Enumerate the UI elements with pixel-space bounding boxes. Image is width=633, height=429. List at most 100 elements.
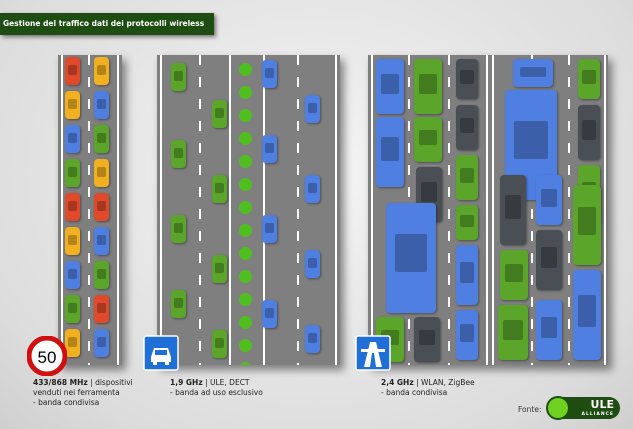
vehicle [65, 329, 80, 357]
green-dot [239, 270, 252, 283]
vehicle [414, 317, 440, 362]
green-dot [239, 86, 252, 99]
vehicle [212, 100, 227, 128]
vehicle [536, 175, 562, 225]
vehicle [65, 261, 80, 289]
vehicle [94, 227, 109, 255]
lane-marking [199, 55, 201, 365]
green-dot [239, 155, 252, 168]
vehicle [305, 250, 320, 278]
vehicle [456, 310, 478, 360]
lane-marking [61, 55, 63, 365]
vehicle [212, 175, 227, 203]
green-dot [239, 362, 252, 365]
road-1-9ghz [157, 55, 340, 365]
vehicle [456, 105, 478, 150]
vehicle [65, 227, 80, 255]
green-dot [239, 178, 252, 191]
vehicle [65, 57, 80, 85]
lane-marking [160, 55, 162, 365]
green-dot [239, 247, 252, 260]
lane-marking [371, 55, 373, 365]
lane-marking [229, 55, 231, 365]
vehicle [498, 305, 528, 360]
vehicle [305, 325, 320, 353]
road-433mhz [58, 55, 122, 365]
page-title: Gestione del traffico dati dei protocoll… [0, 13, 215, 35]
lane-marking [448, 55, 450, 365]
green-dot [239, 109, 252, 122]
green-dot [239, 224, 252, 237]
vehicle [65, 295, 80, 323]
vehicle [262, 60, 277, 88]
caption-433mhz: 433/868 MHz | dispositivi venduti nei fe… [33, 378, 133, 407]
vehicle [94, 295, 109, 323]
vehicle [456, 155, 478, 200]
vehicle [94, 159, 109, 187]
vehicle [94, 91, 109, 119]
vehicle [513, 59, 553, 87]
vehicle [65, 125, 80, 153]
vehicle [386, 203, 436, 313]
vehicle [305, 175, 320, 203]
lane-marking [117, 55, 119, 365]
vehicle [536, 230, 562, 290]
vehicle [414, 117, 442, 162]
vehicle [456, 59, 478, 99]
vehicle [456, 205, 478, 240]
vehicle [573, 270, 601, 360]
vehicle [65, 193, 80, 221]
vehicle [94, 125, 109, 153]
vehicle [171, 63, 186, 91]
vehicle [500, 250, 528, 300]
car-road-sign-icon [143, 335, 179, 371]
lane-marking [604, 55, 606, 365]
lane-marking [297, 55, 299, 365]
speed-limit-sign-icon: 50 [27, 336, 67, 376]
svg-text:50: 50 [38, 348, 57, 367]
lane-marking [568, 55, 570, 365]
vehicle [262, 135, 277, 163]
vehicle [94, 193, 109, 221]
lane-marking [88, 55, 90, 365]
road-2-4ghz [368, 55, 608, 365]
vehicle [94, 57, 109, 85]
green-dot [239, 63, 252, 76]
green-dot [239, 293, 252, 306]
lane-marking [492, 55, 494, 365]
green-dot [239, 316, 252, 329]
source-label: Fonte: [518, 405, 542, 414]
vehicle [262, 300, 277, 328]
lane-marking [335, 55, 337, 365]
vehicle [500, 175, 526, 245]
vehicle [94, 329, 109, 357]
green-dot [239, 132, 252, 145]
vehicle [212, 330, 227, 358]
vehicle [171, 215, 186, 243]
vehicle [212, 255, 227, 283]
vehicle [376, 59, 404, 114]
lane-marking [263, 55, 265, 365]
vehicle [171, 290, 186, 318]
vehicle [414, 59, 442, 114]
vehicle [65, 159, 80, 187]
vehicle [65, 91, 80, 119]
caption-2-4ghz: 2,4 GHz | WLAN, ZigBee- banda condivisa [381, 378, 475, 397]
vehicle [171, 140, 186, 168]
green-dot [239, 339, 252, 352]
motorway-sign-icon [355, 335, 391, 371]
vehicle [578, 105, 600, 160]
vehicle [94, 261, 109, 289]
vehicle [262, 215, 277, 243]
vehicle [578, 59, 600, 99]
vehicle [305, 95, 320, 123]
vehicle [536, 300, 562, 360]
caption-1-9ghz: 1,9 GHz | ULE, DECT- banda ad uso esclus… [170, 378, 263, 397]
lane-marking [531, 55, 533, 365]
vehicle [573, 185, 601, 265]
vehicle [456, 245, 478, 305]
vehicle [376, 117, 404, 187]
green-dot [239, 201, 252, 214]
lane-marking [486, 55, 488, 365]
